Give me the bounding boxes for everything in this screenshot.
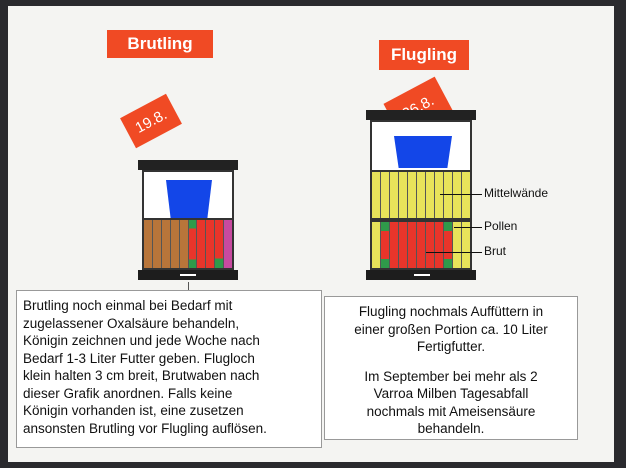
text-line: Königin zeichnen und jede Woche nach bbox=[23, 333, 260, 348]
foundation-frame bbox=[462, 222, 470, 268]
brood-frame bbox=[426, 222, 435, 268]
honey-frame bbox=[161, 220, 171, 268]
brood-frame bbox=[197, 220, 207, 268]
foundation-frame bbox=[399, 172, 408, 218]
text-line: dieser Grafik anordnen. Falls keine bbox=[23, 385, 233, 401]
brood-frame bbox=[408, 222, 417, 268]
text-line: ansonsten Brutling vor Flugling auflösen… bbox=[23, 420, 267, 436]
brood-frames bbox=[142, 218, 234, 270]
text-line: Brutling noch einmal bei Bedarf mit bbox=[23, 298, 233, 313]
honey-frame bbox=[144, 220, 153, 268]
foundation-frame bbox=[462, 172, 470, 218]
text-line: Fertigfutter. bbox=[416, 339, 486, 354]
flugling-title: Flugling bbox=[379, 40, 469, 70]
honey-frame bbox=[170, 220, 180, 268]
connector-tick bbox=[188, 282, 189, 290]
foundation-frames bbox=[370, 170, 472, 220]
brutling-title: Brutling bbox=[107, 30, 213, 58]
foundation-frame bbox=[417, 172, 426, 218]
text-line: Im September bei mehr als 2 bbox=[364, 368, 538, 384]
brood-frame bbox=[417, 222, 426, 268]
hive-roof bbox=[138, 160, 238, 170]
mittelwaende-leader bbox=[440, 194, 482, 195]
foundation-frame bbox=[408, 172, 417, 218]
pollen-leader bbox=[454, 227, 482, 228]
brood-frame bbox=[381, 222, 390, 268]
foundation-frame bbox=[426, 172, 435, 218]
text-line: Bedarf 1-3 Liter Futter geben. Flugloch bbox=[23, 350, 255, 366]
feeder-box bbox=[142, 170, 234, 220]
hive-base bbox=[366, 270, 476, 280]
text-line: Königin vorhanden ist, eine zusetzen bbox=[23, 403, 244, 418]
entrance-slot bbox=[180, 274, 196, 276]
foundation-frame bbox=[381, 172, 390, 218]
brood-frames bbox=[370, 220, 472, 270]
foundation-frame bbox=[372, 172, 381, 218]
honey-frame bbox=[152, 220, 162, 268]
pollen-label: Pollen bbox=[484, 219, 518, 233]
brutling-date-tag: 19.8. bbox=[120, 93, 182, 149]
foundation-frame bbox=[390, 172, 399, 218]
feeder-box bbox=[370, 120, 472, 172]
brut-leader bbox=[426, 252, 482, 253]
foundation-frame bbox=[453, 222, 462, 268]
flugling-instructions: Flugling nochmals Auffüttern in einer gr… bbox=[324, 296, 578, 440]
foundation-frame bbox=[444, 172, 453, 218]
hive-base bbox=[138, 270, 238, 280]
text-line: Flugling nochmals Auffüttern in bbox=[358, 304, 544, 319]
brutling-instructions: Brutling noch einmal bei Bedarf mit zuge… bbox=[16, 290, 322, 448]
text-line: behandeln. bbox=[417, 421, 485, 436]
text-line: zugelassener Oxalsäure behandeln, bbox=[23, 315, 240, 331]
hive-roof bbox=[366, 110, 476, 120]
brood-frame bbox=[206, 220, 216, 268]
text-line: klein halten 3 cm breit, Brutwaben nach bbox=[23, 368, 260, 383]
slide: Brutling Flugling 19.8. 26.8. bbox=[8, 6, 614, 462]
brood-frame bbox=[215, 220, 225, 268]
brood-frame bbox=[399, 222, 408, 268]
text-line: Varroa Milben Tagesabfall bbox=[373, 386, 529, 401]
brood-frame bbox=[435, 222, 444, 268]
foundation-frame bbox=[453, 172, 462, 218]
feed-jar bbox=[394, 136, 452, 168]
text-line: einer großen Portion ca. 10 Liter bbox=[354, 321, 548, 337]
flugling-hive bbox=[366, 110, 476, 280]
foundation-frame bbox=[435, 172, 444, 218]
text-line: nochmals mit Ameisensäure bbox=[366, 403, 536, 419]
brood-frame bbox=[444, 222, 453, 268]
brood-frame bbox=[390, 222, 399, 268]
foundation-frame bbox=[372, 222, 381, 268]
empty-frame bbox=[224, 220, 233, 268]
entrance-slot bbox=[414, 274, 430, 276]
brut-label: Brut bbox=[484, 244, 507, 258]
brutling-hive bbox=[138, 160, 238, 280]
mittelwaende-label: Mittelwände bbox=[484, 186, 549, 200]
honey-frame bbox=[179, 220, 189, 268]
feed-jar bbox=[166, 180, 212, 218]
brood-frame bbox=[188, 220, 198, 268]
